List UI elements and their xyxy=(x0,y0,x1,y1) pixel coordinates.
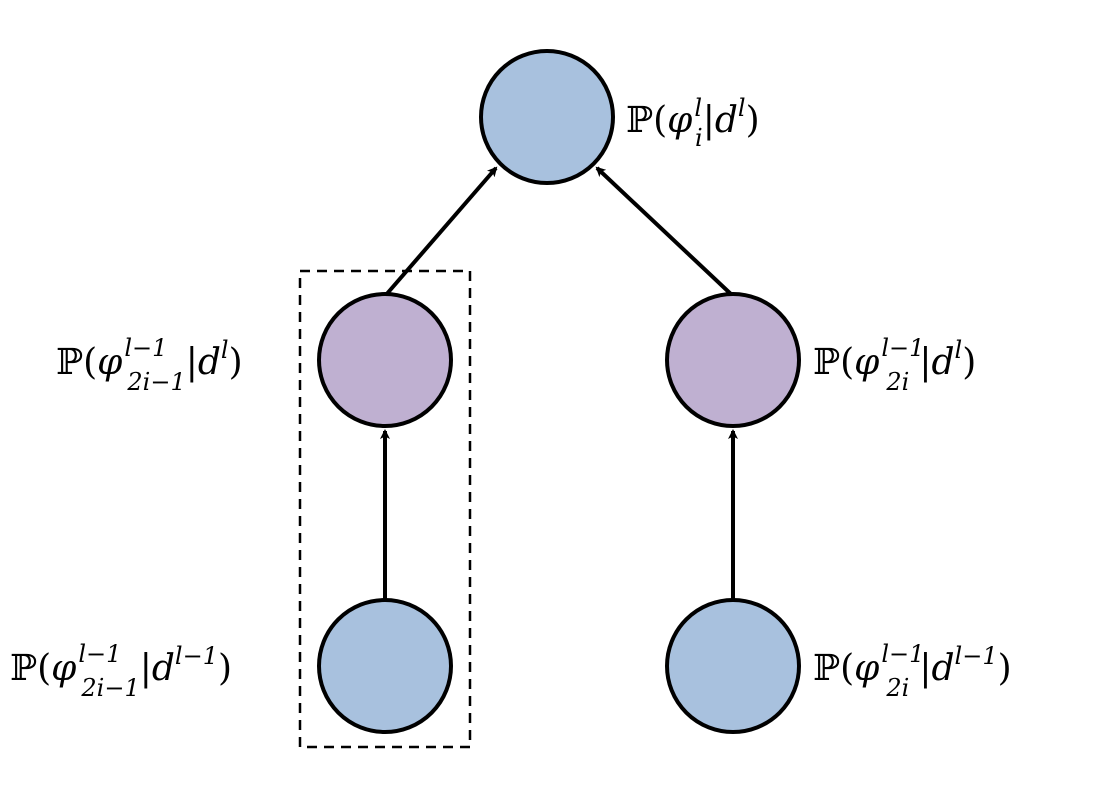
node-mid-left xyxy=(317,292,453,428)
svg-text:ℙ(φl−12i−1|dl): ℙ(φl−12i−1|dl) xyxy=(56,334,243,396)
svg-text:ℙ(φl−12i−1|dl−1): ℙ(φl−12i−1|dl−1) xyxy=(10,640,232,702)
svg-text:ℙ(φl−12i|dl): ℙ(φl−12i|dl) xyxy=(813,334,976,396)
svg-text:ℙ(φli|dl): ℙ(φli|dl) xyxy=(626,94,760,152)
node-bot-right xyxy=(665,598,801,734)
node-bot-left xyxy=(317,598,453,734)
edge-midleft-to-top xyxy=(383,166,498,298)
node-mid-right xyxy=(665,292,801,428)
edge-midright-to-top xyxy=(595,166,735,298)
node-top xyxy=(479,49,615,185)
svg-text:ℙ(φl−12i|dl−1): ℙ(φl−12i|dl−1) xyxy=(813,640,1012,702)
dashed-group-box xyxy=(298,269,472,749)
